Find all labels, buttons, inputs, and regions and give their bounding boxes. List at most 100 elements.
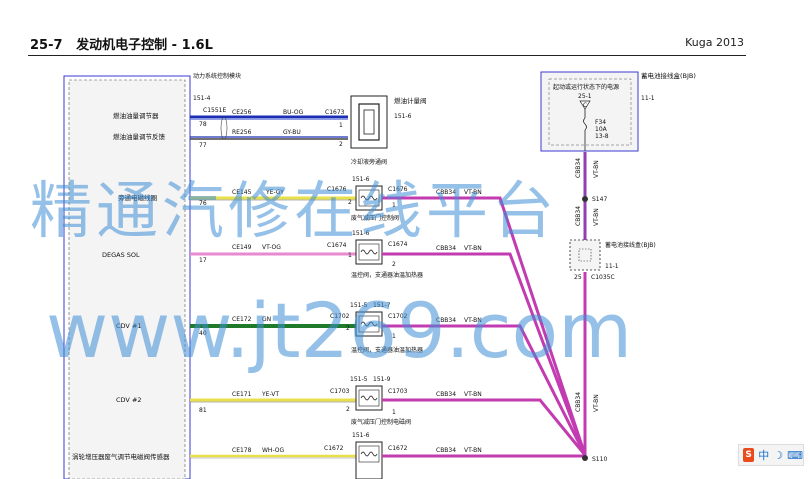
wire-color: YE-VT bbox=[261, 391, 279, 398]
fuse-id: F34 bbox=[595, 119, 606, 126]
component-subtitle: 温控阀，支通器油温加热器 bbox=[351, 271, 423, 279]
wire-circuit: CBB34 bbox=[436, 391, 456, 398]
wire-circuit: CE145 bbox=[232, 189, 252, 196]
component-connector: C1674 bbox=[327, 242, 347, 249]
component-location: 151-6 bbox=[352, 230, 370, 237]
solenoid-cdv2: C1703 151-5 151-9 2 C1703 1 废气减压门控制电磁阀 bbox=[330, 376, 411, 426]
power-bus: S147 S110 CBB34 VT-BN CBB34 VT-BN CBB34 … bbox=[575, 152, 607, 463]
component-connector: C1672 bbox=[324, 445, 344, 452]
wire-circuit: RE256 bbox=[232, 129, 252, 136]
wire-color: VT-BN bbox=[464, 391, 482, 398]
bjb-lower-pin: 25 bbox=[574, 274, 582, 281]
wire-circuit: CBB34 bbox=[436, 189, 456, 196]
component-location: 151-6 bbox=[394, 113, 412, 120]
output-wires: CBB34 VT-BN CBB34 VT-BN CBB34 VT-BN CBB3… bbox=[382, 189, 587, 458]
bjb-lower-connector-id: C1035C bbox=[591, 274, 615, 281]
fuel-metering-valve: C1673 1 2 燃油计量阀 151-6 冷却液旁通阀 bbox=[325, 95, 427, 166]
pcm-pin-label: DEGAS SOL bbox=[102, 251, 140, 259]
component-subtitle: 温控阀，支通器油温加热器 bbox=[351, 346, 423, 354]
pcm-pin-number: 17 bbox=[199, 257, 207, 264]
wire-color: GY-BU bbox=[283, 129, 301, 136]
wire-circuit: CE172 bbox=[232, 316, 252, 323]
component-right-connector: C1676 bbox=[388, 186, 408, 193]
pcm-pin-label: 燃油油量调节反馈 bbox=[113, 132, 166, 141]
section-number: 25-7 bbox=[30, 38, 63, 53]
header-rule bbox=[28, 55, 746, 56]
bus-circuit: CBB34 bbox=[575, 206, 582, 226]
pcm-pin-label: 涡轮增压器废气调节电磁阀传感器 bbox=[72, 452, 170, 461]
bjb-box-pin: 25-1 bbox=[578, 93, 592, 100]
wire-cdv1: CE172 GN bbox=[190, 316, 356, 328]
component-connector: C1673 bbox=[325, 109, 345, 116]
pcm-location: 151-4 bbox=[193, 95, 211, 102]
bus-color: VT-BN bbox=[593, 208, 600, 226]
component-right-connector: C1674 bbox=[388, 241, 408, 248]
splice-point bbox=[582, 455, 588, 461]
pcm-pin-label: CDV #1 bbox=[116, 322, 142, 330]
component-pin: 1 bbox=[392, 202, 396, 209]
component-title: 燃油计量阀 bbox=[394, 96, 427, 105]
bjb-label: 蓄电池接线盒(BJB) bbox=[641, 71, 696, 80]
svg-text:C: C bbox=[583, 102, 587, 109]
wire-circuit: CE256 bbox=[232, 109, 252, 116]
component-right-connector: C1672 bbox=[388, 445, 408, 452]
wire-circuit: CE171 bbox=[232, 391, 252, 398]
component-location: 151-5 bbox=[350, 302, 368, 309]
moon-icon[interactable]: ☽ bbox=[773, 448, 784, 462]
bjb-box-title: 起动或运行状态下的电源 bbox=[553, 83, 619, 91]
bjb-lower-connector: 蓄电池接线盒(BJB) 11-1 25 C1035C bbox=[569, 239, 656, 281]
component-pin: 2 bbox=[346, 406, 350, 413]
ime-language[interactable]: 中 bbox=[758, 449, 770, 462]
fuse-icon bbox=[583, 117, 587, 131]
pcm-pin-number: 78 bbox=[199, 121, 207, 128]
component-location: 151-5 bbox=[350, 376, 368, 383]
watermark-title: 精通汽修在线平台 bbox=[30, 174, 558, 247]
component-pin: 2 bbox=[339, 141, 343, 148]
component-connector: C1703 bbox=[330, 388, 350, 395]
splice-label: S110 bbox=[592, 456, 607, 463]
component-location: 151-6 bbox=[352, 432, 370, 439]
bus-circuit: CBB34 bbox=[575, 392, 582, 412]
bjb-lower-label: 蓄电池接线盒(BJB) bbox=[605, 241, 656, 249]
wire-circuit: CBB34 bbox=[436, 447, 456, 454]
wire-color: BU-OG bbox=[283, 109, 304, 116]
wire-fuel-regulator: CE256 BU-OG RE256 GY-BU bbox=[190, 109, 348, 140]
component-pin: 1 bbox=[392, 409, 396, 416]
wire-circuit: CE149 bbox=[232, 244, 252, 251]
pcm-title: 动力系统控制模块 bbox=[193, 72, 241, 80]
pcm-module: 动力系统控制模块 151-4 C1551E bbox=[63, 72, 241, 479]
wire-color: WH-OG bbox=[262, 447, 284, 454]
vehicle-model: Kuga 2013 bbox=[685, 36, 744, 49]
component-right-connector: C1702 bbox=[388, 313, 408, 320]
pcm-pin-number: 76 bbox=[199, 200, 207, 207]
ime-toolbar[interactable]: S 中 ☽ ⌨ bbox=[738, 444, 804, 466]
component-subtitle: 废气减压门控制电磁阀 bbox=[351, 418, 411, 426]
keyboard-icon[interactable]: ⌨ bbox=[787, 448, 803, 462]
pcm-pin-number: 81 bbox=[199, 407, 207, 414]
component-location-2: 151-9 bbox=[373, 376, 391, 383]
component-pin: 2 bbox=[346, 325, 350, 332]
wire-color: VT-BN bbox=[464, 447, 482, 454]
wire-circuit: CBB34 bbox=[436, 317, 456, 324]
wire-color: VT-BN bbox=[464, 317, 482, 324]
component-pin: 2 bbox=[348, 199, 352, 206]
solenoid-turbo-wastegate: C1672 151-6 C1672 bbox=[324, 432, 408, 479]
solenoid-degas: C1674 151-6 1 C1674 2 温控阀，支通器油温加热器 bbox=[327, 230, 423, 279]
pcm-pin-number: 40 bbox=[199, 330, 207, 337]
bus-circuit: CBB34 bbox=[575, 158, 582, 178]
wire-circuit: CE178 bbox=[232, 447, 252, 454]
bus-color: VT-BN bbox=[593, 160, 600, 178]
wire-color: VT-OG bbox=[262, 244, 281, 251]
wire-cdv2: CE171 YE-VT bbox=[190, 391, 356, 403]
bjb-fuse-box: 起动或运行状态下的电源 25-1 C F34 10A 13-8 蓄电池接线盒(B… bbox=[540, 71, 696, 152]
component-location: 151-6 bbox=[352, 176, 370, 183]
wire-color: VT-BN bbox=[464, 189, 482, 196]
solenoid-cdv1: C1702 151-5 151-7 2 C1702 1 温控阀，支通器油温加热器 bbox=[330, 302, 423, 354]
pcm-pin-number: 77 bbox=[199, 142, 207, 149]
wire-turbo-wastegate: CE178 WH-OG bbox=[190, 447, 356, 459]
pcm-pin-label: CDV #2 bbox=[116, 396, 142, 404]
wire-circuit: CBB34 bbox=[436, 245, 456, 252]
component-pin: 2 bbox=[392, 261, 396, 268]
wire-color: GN bbox=[262, 316, 271, 323]
